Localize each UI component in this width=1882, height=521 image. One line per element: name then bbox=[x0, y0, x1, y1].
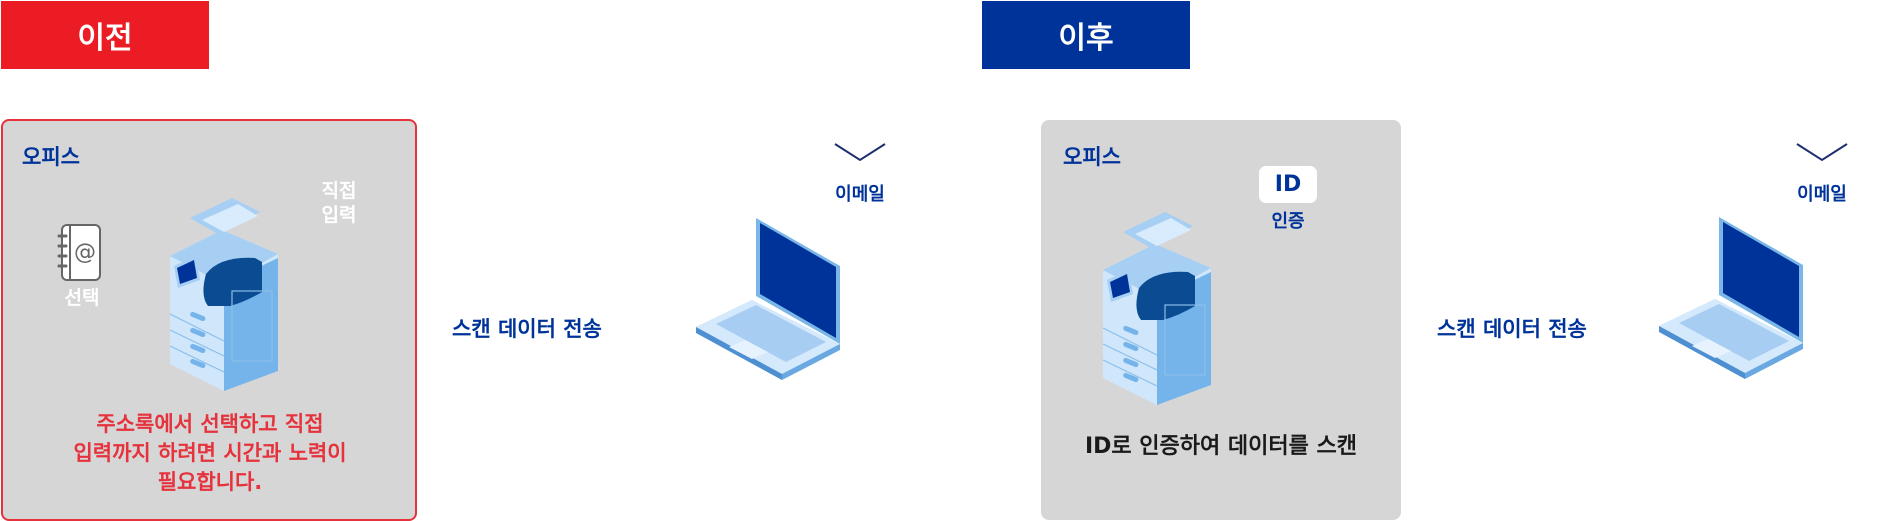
before-caption: 주소록에서 선택하고 직접 입력까지 하려면 시간과 노력이 필요합니다. bbox=[40, 410, 380, 497]
before-caption-line-1: 주소록에서 선택하고 직접 bbox=[96, 412, 324, 436]
email-label-2: 이메일 bbox=[1797, 184, 1847, 205]
direct-input-line-2: 입력 bbox=[321, 203, 357, 226]
after-header: 이후 bbox=[982, 1, 1190, 69]
before-caption-line-3: 필요합니다. bbox=[157, 470, 263, 494]
select-label: 선택 bbox=[64, 287, 100, 309]
direct-input-line-1: 직접 bbox=[321, 180, 357, 202]
multifunction-printer-icon bbox=[1102, 212, 1211, 405]
id-badge: ID bbox=[1259, 166, 1317, 203]
scan-data-transfer-label-1: 스캔 데이터 전송 bbox=[452, 317, 602, 341]
before-office-label: 오피스 bbox=[22, 145, 80, 169]
scan-data-transfer-label-2: 스캔 데이터 전송 bbox=[1437, 317, 1587, 341]
address-book-icon: @ bbox=[57, 224, 101, 281]
after-office-label: 오피스 bbox=[1063, 145, 1121, 169]
id-auth-label: 인증 bbox=[1271, 211, 1305, 232]
direct-input-label: 직접 입력 bbox=[299, 180, 379, 228]
multifunction-printer-icon bbox=[169, 198, 278, 391]
email-label-1: 이메일 bbox=[835, 184, 885, 205]
envelope-icon bbox=[832, 141, 888, 178]
after-caption: ID로 인증하여 데이터를 스캔 bbox=[1084, 434, 1358, 459]
before-caption-line-2: 입력까지 하려면 시간과 노력이 bbox=[73, 441, 347, 465]
svg-text:@: @ bbox=[74, 240, 96, 265]
before-header: 이전 bbox=[1, 1, 209, 69]
envelope-icon bbox=[1794, 141, 1850, 178]
laptop-icon bbox=[1659, 217, 1803, 379]
laptop-icon bbox=[696, 218, 840, 380]
